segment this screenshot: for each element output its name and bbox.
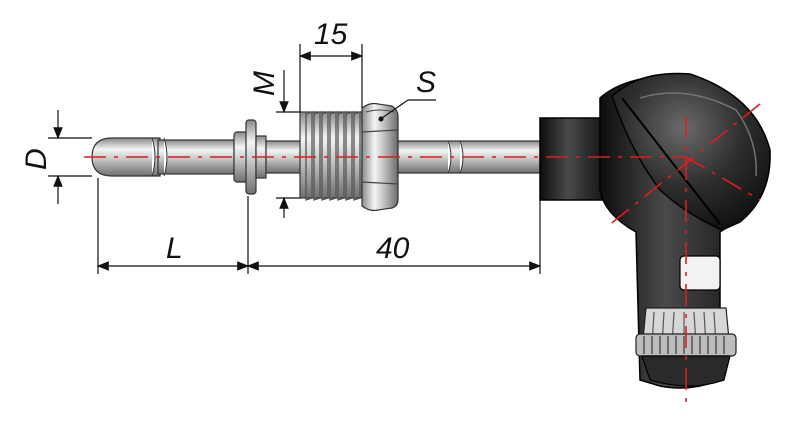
- thread-length-label: 15: [314, 18, 348, 51]
- immersion-length-label: L: [166, 232, 183, 265]
- thread-label: M: [248, 71, 281, 96]
- label-plate: [679, 255, 721, 291]
- dimension-15: [298, 44, 364, 112]
- diameter-label: D: [20, 148, 53, 170]
- dimension-40: [246, 200, 542, 274]
- threaded-fitting: [299, 111, 363, 201]
- dimension-l: [96, 178, 250, 274]
- dimension-d: [48, 110, 92, 204]
- fixed-length-label: 40: [376, 232, 410, 265]
- dimension-s: [378, 99, 436, 122]
- dimension-m: [276, 70, 300, 218]
- connection-head: [539, 72, 771, 389]
- axis-center-lines: [84, 103, 761, 404]
- hex-size-label: S: [416, 66, 436, 99]
